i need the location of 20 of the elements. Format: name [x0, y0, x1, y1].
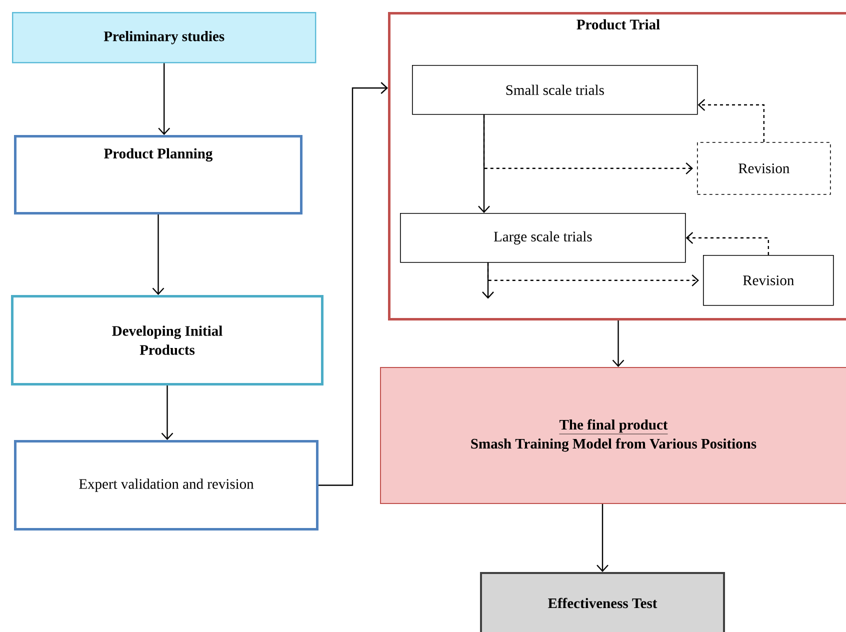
- arrow: [686, 232, 769, 255]
- process-box: Effectiveness Test: [480, 572, 725, 632]
- process-box: Small scale trials: [412, 65, 698, 115]
- process-box: Large scale trials: [400, 213, 686, 263]
- arrow: [487, 262, 699, 286]
- revision-box: Revision: [697, 142, 831, 195]
- result-box: The final product Smash Training Model from Various Positions: [380, 367, 846, 504]
- arrow: [596, 504, 608, 572]
- arrow: [161, 386, 174, 440]
- process-box: Preliminary studies: [12, 12, 316, 64]
- arrow: [698, 98, 764, 142]
- arrow: [152, 214, 164, 295]
- arrow: [318, 82, 388, 486]
- revision-box: Revision: [703, 255, 834, 306]
- process-box: Developing Initial Products: [11, 295, 324, 386]
- arrow: [158, 63, 170, 135]
- arrow: [483, 114, 693, 174]
- arrow: [612, 320, 624, 367]
- process-box: Product Planning: [14, 135, 302, 214]
- process-box: Expert validation and revision: [14, 440, 318, 530]
